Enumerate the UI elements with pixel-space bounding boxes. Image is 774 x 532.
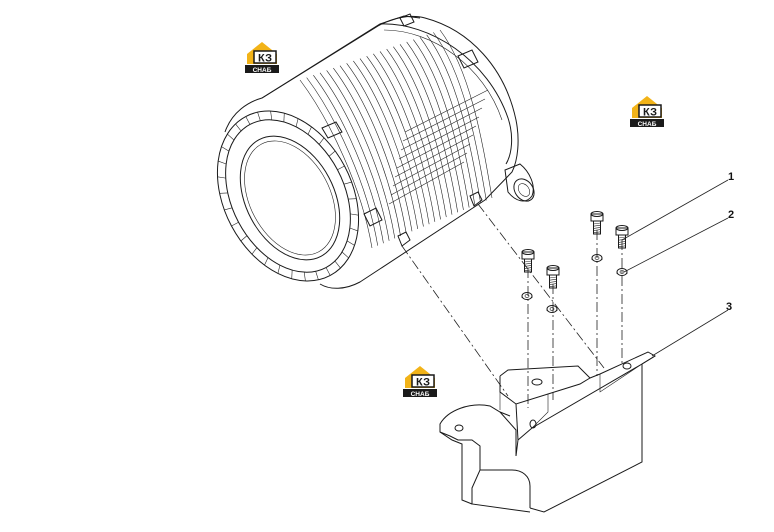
logo-main-text: КЗ bbox=[643, 107, 657, 119]
end-cap-ribs bbox=[217, 111, 359, 281]
callout-label-3: 3 bbox=[726, 301, 732, 313]
logo-main-text: КЗ bbox=[258, 53, 272, 65]
bolt-icon[interactable] bbox=[590, 211, 604, 235]
watermark-logo: КЗ СНАБ bbox=[630, 96, 664, 128]
housing-ribs bbox=[299, 29, 493, 249]
bolt-icon[interactable] bbox=[615, 225, 629, 249]
washers[interactable] bbox=[521, 254, 628, 313]
callout-2: 2 bbox=[623, 209, 734, 273]
washer-icon[interactable] bbox=[546, 305, 558, 313]
logo-sub-text: СНАБ bbox=[411, 391, 430, 398]
callout-label-2: 2 bbox=[728, 209, 734, 221]
callout-label-1: 1 bbox=[728, 171, 734, 183]
mounting-bracket[interactable] bbox=[439, 351, 656, 513]
bolt-icon[interactable] bbox=[546, 265, 560, 289]
watermark-logo: КЗ СНАБ bbox=[403, 366, 437, 398]
washer-icon[interactable] bbox=[591, 254, 603, 262]
callout-3: 3 bbox=[651, 301, 732, 357]
callout-1: 1 bbox=[621, 171, 734, 241]
logo-main-text: КЗ bbox=[416, 377, 430, 389]
logo-sub-text: СНАБ bbox=[253, 67, 272, 74]
air-filter-housing[interactable] bbox=[189, 13, 538, 306]
logo-sub-text: СНАБ bbox=[638, 121, 657, 128]
watermark-logo: КЗ СНАБ bbox=[245, 42, 279, 74]
bolts[interactable] bbox=[521, 211, 629, 289]
washer-icon[interactable] bbox=[521, 292, 533, 300]
bolt-icon[interactable] bbox=[521, 249, 535, 273]
